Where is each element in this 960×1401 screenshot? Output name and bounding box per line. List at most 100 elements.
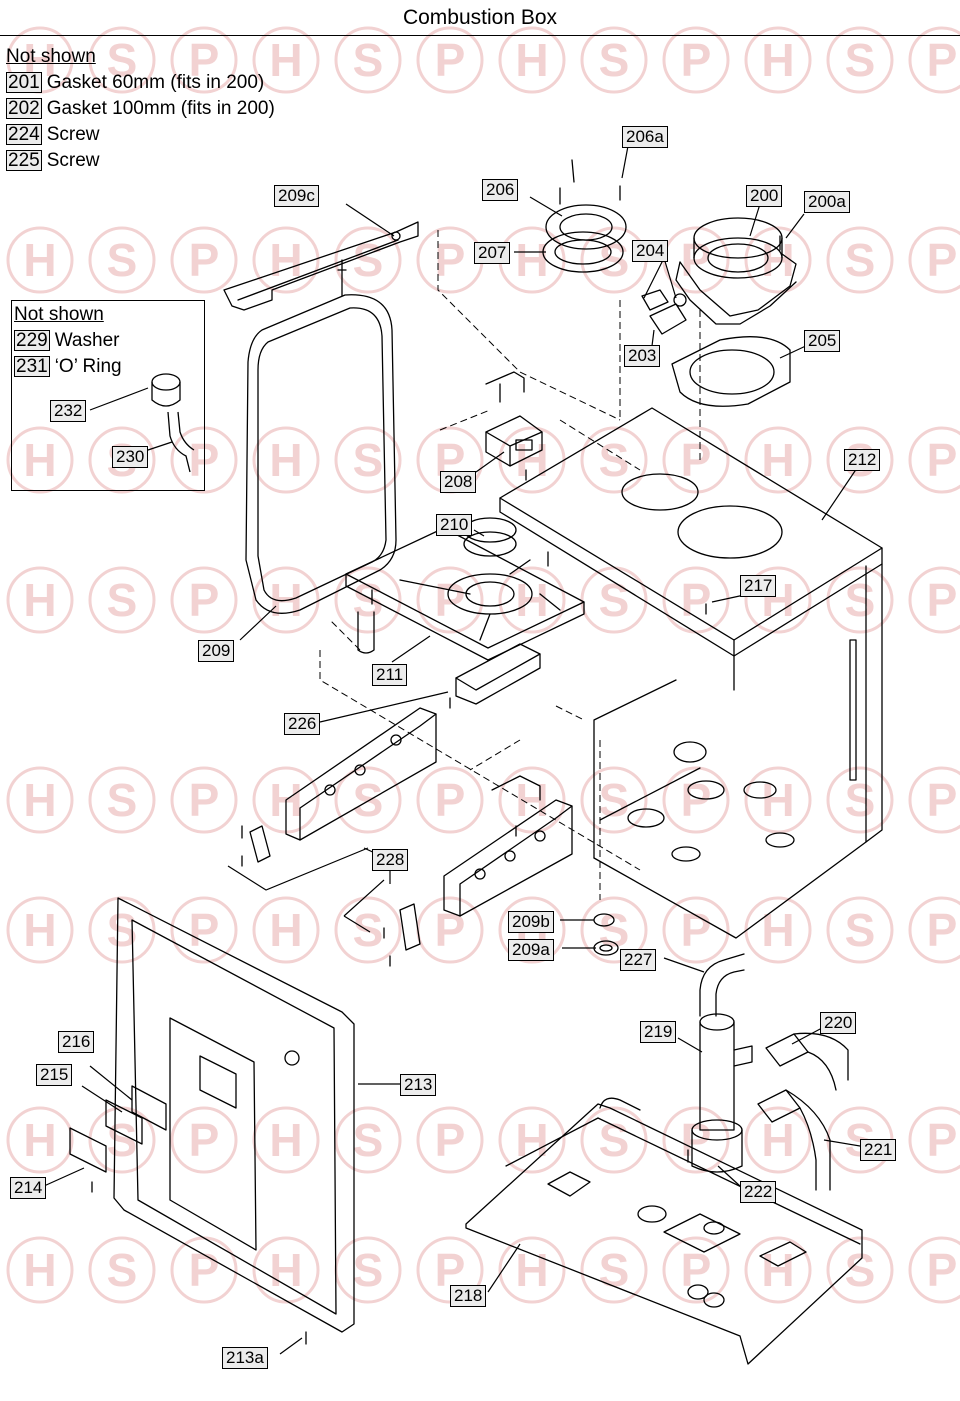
callout-207[interactable]: 207 — [474, 242, 511, 264]
watermark-letter: P — [189, 234, 220, 286]
watermark-letter: H — [23, 434, 56, 486]
watermark-circle — [580, 26, 648, 94]
callout-226[interactable]: 226 — [284, 713, 321, 735]
watermark-letter: S — [845, 774, 876, 826]
watermark-letter: S — [353, 234, 384, 286]
callout-200a[interactable]: 200a — [804, 191, 850, 213]
watermark-letter: H — [515, 574, 548, 626]
callout-219[interactable]: 219 — [640, 1021, 677, 1043]
callout-210[interactable]: 210 — [436, 514, 473, 536]
watermark-letter: H — [761, 34, 794, 86]
part-description: Screw — [46, 124, 100, 145]
callout-222[interactable]: 222 — [740, 1181, 777, 1203]
callout-230[interactable]: 230 — [112, 446, 149, 468]
part-number: 229 — [14, 330, 50, 351]
callout-205[interactable]: 205 — [804, 330, 841, 352]
callout-212[interactable]: 212 — [844, 449, 881, 471]
watermark-letter: S — [107, 1114, 138, 1166]
callout-232[interactable]: 232 — [50, 400, 87, 422]
callout-228[interactable]: 228 — [372, 849, 409, 871]
callout-218[interactable]: 218 — [450, 1285, 487, 1307]
callout-220[interactable]: 220 — [820, 1012, 857, 1034]
not-shown-heading: Not shown — [6, 46, 96, 67]
callout-215[interactable]: 215 — [36, 1064, 73, 1086]
callout-200[interactable]: 200 — [746, 185, 783, 207]
part-description: Gasket 100mm (fits in 200) — [46, 98, 275, 119]
callout-209[interactable]: 209 — [198, 640, 235, 662]
watermark-circle — [580, 1236, 648, 1304]
watermark-letter: P — [189, 904, 220, 956]
watermark-circle — [744, 426, 812, 494]
test-caps-203-204 — [641, 289, 687, 335]
watermark-letter: S — [353, 904, 384, 956]
watermark-letter: H — [269, 1114, 302, 1166]
callout-209c[interactable]: 209c — [274, 185, 319, 207]
watermark-letter: P — [189, 1244, 220, 1296]
callout-206[interactable]: 206 — [482, 179, 519, 201]
watermark-circle — [88, 226, 156, 294]
watermark-letter: P — [681, 34, 712, 86]
callout-213[interactable]: 213 — [400, 1074, 437, 1096]
watermark-circle — [6, 426, 74, 494]
callout-209b[interactable]: 209b — [508, 911, 554, 933]
watermark-letter: H — [23, 774, 56, 826]
watermark-circle — [498, 566, 566, 634]
callout-214[interactable]: 214 — [10, 1177, 47, 1199]
watermark-circle — [252, 426, 320, 494]
watermark-letter: S — [599, 34, 630, 86]
watermark-circle — [334, 426, 402, 494]
watermark-letter: H — [23, 904, 56, 956]
watermark-letter: S — [107, 774, 138, 826]
callout-216[interactable]: 216 — [58, 1031, 95, 1053]
front-panel-213 — [113, 897, 355, 1333]
watermark-letter: P — [681, 774, 712, 826]
watermark-circle — [744, 226, 812, 294]
watermark-letter: H — [515, 34, 548, 86]
part-description: ‘O’ Ring — [54, 356, 122, 377]
watermark-circle — [662, 896, 730, 964]
callout-206a[interactable]: 206a — [622, 126, 668, 148]
watermark-circle — [6, 1236, 74, 1304]
watermark-circle — [662, 1106, 730, 1174]
callout-208[interactable]: 208 — [440, 471, 477, 493]
part-number: 225 — [6, 150, 42, 171]
callout-227[interactable]: 227 — [620, 949, 657, 971]
watermark-letter: P — [927, 434, 958, 486]
callout-204[interactable]: 204 — [632, 240, 669, 262]
watermark-letter: H — [515, 234, 548, 286]
callout-217[interactable]: 217 — [740, 575, 777, 597]
watermark-circle — [662, 426, 730, 494]
watermark-circle — [252, 1106, 320, 1174]
watermark-circle — [6, 766, 74, 834]
watermark-letter: S — [353, 774, 384, 826]
watermark-circle — [334, 1106, 402, 1174]
watermark-letter: H — [269, 904, 302, 956]
watermark-circle — [580, 766, 648, 834]
watermark-letter: S — [353, 34, 384, 86]
callout-213a[interactable]: 213a — [222, 1347, 268, 1369]
callout-209a[interactable]: 209a — [508, 939, 554, 961]
callout-203[interactable]: 203 — [624, 345, 661, 367]
bracket-209c — [223, 221, 419, 311]
watermark-circle — [908, 1106, 960, 1174]
watermark-letter: S — [845, 34, 876, 86]
watermark-circle — [744, 26, 812, 94]
watermark-circle — [498, 896, 566, 964]
watermark-circle — [826, 896, 894, 964]
watermark-circle — [334, 26, 402, 94]
watermark-letter: P — [681, 434, 712, 486]
watermark-circle — [580, 566, 648, 634]
callout-221[interactable]: 221 — [860, 1139, 897, 1161]
callout-211[interactable]: 211 — [372, 664, 408, 686]
part-description: Screw — [46, 150, 100, 171]
watermark-circle — [908, 226, 960, 294]
watermark-circle — [88, 566, 156, 634]
watermark-circle — [170, 226, 238, 294]
expansion-vessel-209 — [245, 259, 397, 614]
watermark-circle — [744, 1106, 812, 1174]
watermark-circle — [826, 1236, 894, 1304]
watermark-letter: H — [23, 1114, 56, 1166]
watermark-letter: H — [23, 234, 56, 286]
watermark-letter: H — [269, 34, 302, 86]
